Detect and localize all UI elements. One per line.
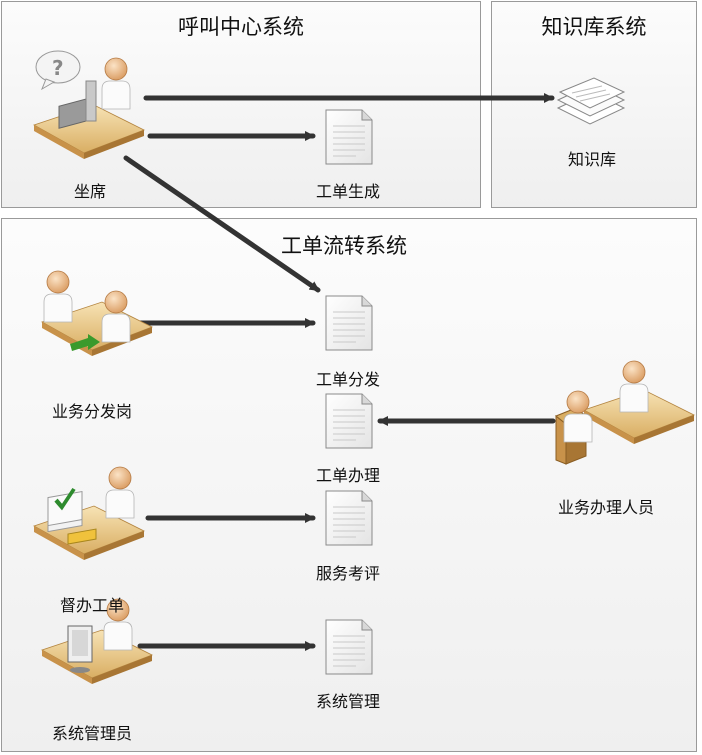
ticket-create-doc-icon [325, 109, 373, 165]
question-bubble-icon: ? [35, 50, 81, 91]
ticket-handle-doc-icon [325, 393, 373, 449]
dispatcher-label: 业务分发岗 [51, 402, 133, 421]
ticket-create-label: 工单生成 [315, 182, 381, 201]
agent-figure-icon: ? [33, 50, 145, 160]
admin-figure-icon [41, 598, 153, 685]
workflow-title: 工单流转系统 [281, 234, 407, 258]
ticket-handle-label: 工单办理 [315, 466, 381, 485]
handler-label: 业务办理人员 [557, 498, 655, 517]
arrow-agent-to-ticket-dispatch [123, 155, 321, 293]
agent-label: 坐席 [73, 182, 107, 201]
ticket-dispatch-doc-icon [325, 295, 373, 351]
service-review-doc-icon [325, 490, 373, 546]
sys-manage-doc-icon [325, 619, 373, 675]
service-review-label: 服务考评 [315, 564, 381, 583]
paper-stack-icon [47, 488, 97, 545]
supervisor-figure-icon [33, 466, 145, 561]
knowledge-title: 知识库系统 [541, 15, 647, 39]
knowledge-base-stack-icon [556, 77, 626, 125]
handler-figure-icon [555, 360, 695, 465]
ticket-dispatch-label: 工单分发 [315, 370, 381, 389]
knowledge-base-label: 知识库 [567, 150, 617, 169]
monitor-icon [67, 625, 93, 673]
admin-label: 系统管理员 [51, 724, 133, 743]
sys-manage-label: 系统管理 [315, 692, 381, 711]
call-center-title: 呼叫中心系统 [178, 15, 304, 39]
supervisor-label: 督办工单 [59, 596, 125, 615]
dispatcher-figure-icon [41, 270, 153, 357]
flow-arrows [123, 93, 556, 651]
svg-text:?: ? [52, 56, 64, 80]
